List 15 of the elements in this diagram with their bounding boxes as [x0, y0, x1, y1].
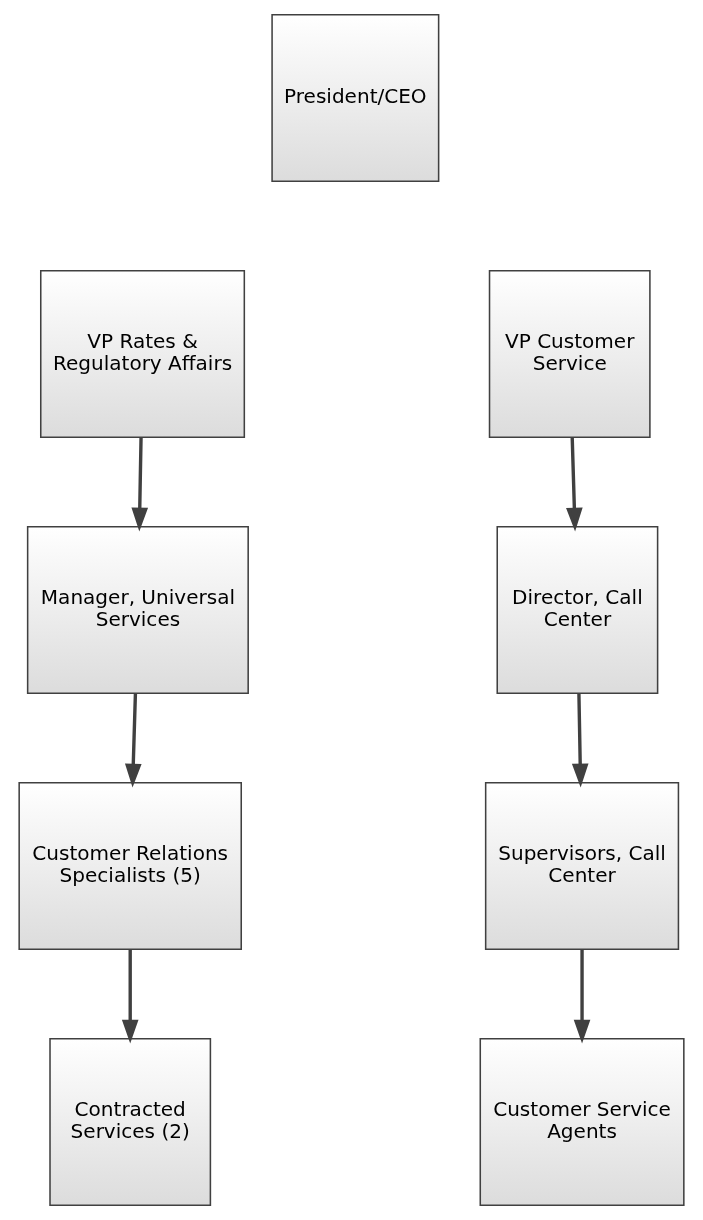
arrow	[124, 693, 142, 788]
node-box: Supervisors, Call Center	[484, 781, 680, 951]
arrow	[121, 949, 139, 1044]
node-box: Director, Call Center	[496, 525, 659, 695]
node-box: VP Customer Service	[488, 269, 651, 439]
arrow	[566, 437, 583, 532]
node-box: Customer Relations Specialists (5)	[18, 781, 242, 951]
node-box: President/CEO	[271, 13, 440, 183]
node-box: Customer Service Agents	[479, 1037, 685, 1207]
arrow	[571, 693, 589, 788]
node-box: Contracted Services (2)	[49, 1037, 212, 1207]
arrow	[573, 949, 591, 1044]
arrow	[131, 437, 149, 532]
node-box: Manager, Universal Services	[26, 525, 249, 695]
node-box: VP Rates & Regulatory Affairs	[40, 269, 246, 439]
